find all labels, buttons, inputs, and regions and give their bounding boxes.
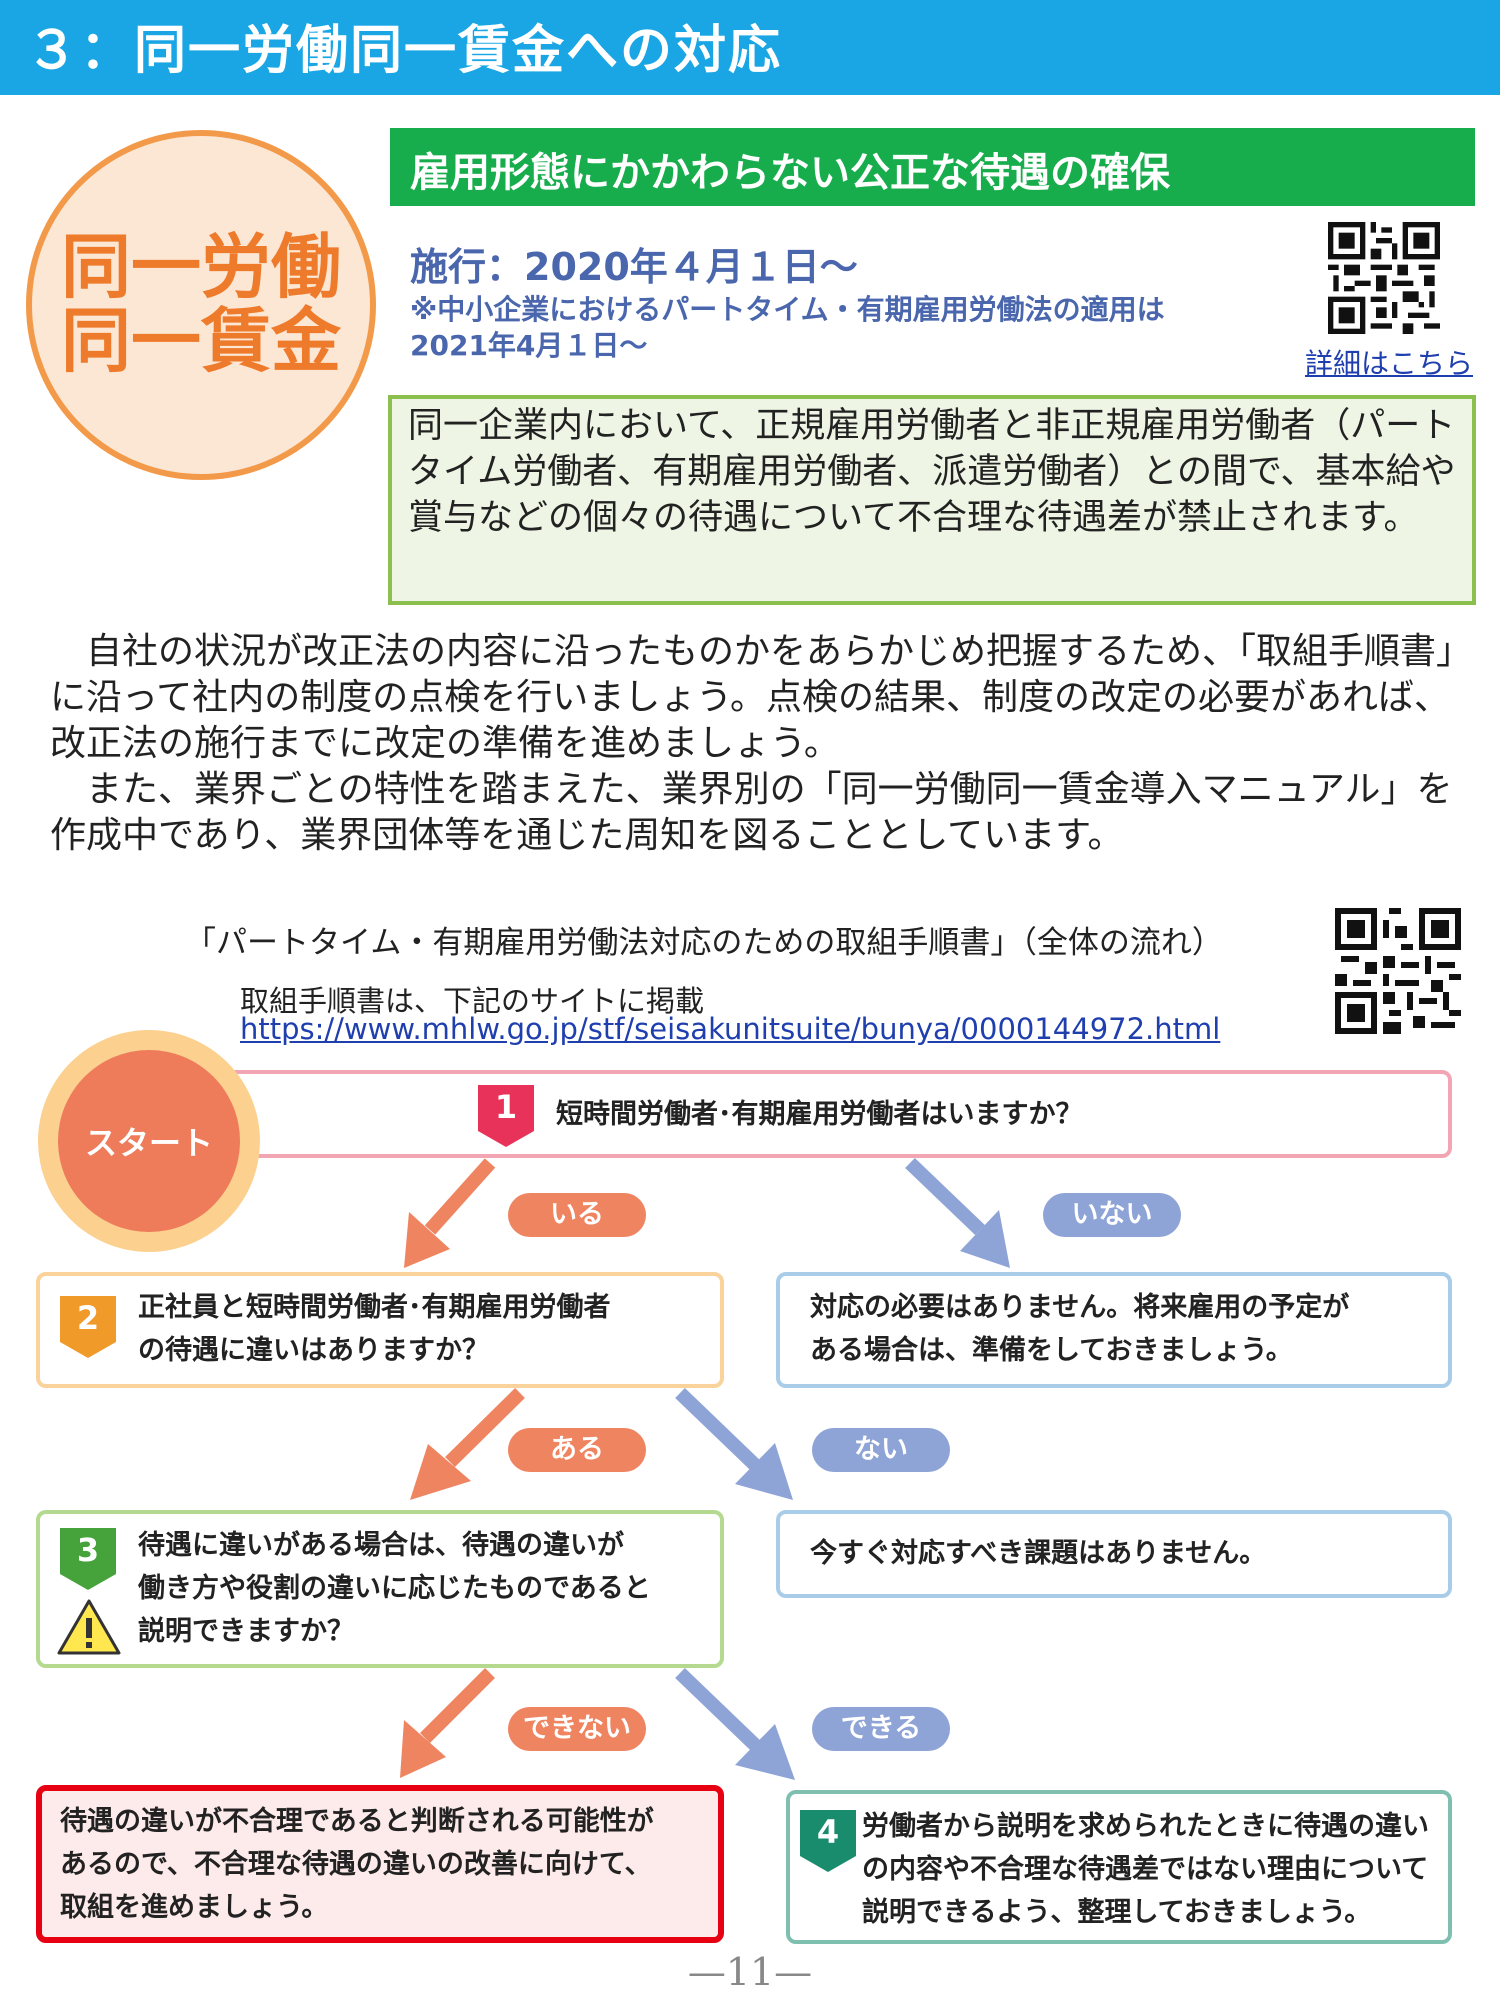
cannot-result-line-3: 取組を進めましょう。	[60, 1892, 329, 1923]
no-staff-result-box	[776, 1272, 1452, 1388]
step-1-number: 1	[494, 1088, 518, 1126]
arrow-no1-shaft	[905, 1157, 985, 1236]
enforcement-date: 施行：2020年４月１日～	[410, 245, 858, 289]
pill-yes-2: ある	[508, 1428, 646, 1472]
enforcement-note-1: ※中小企業におけるパートタイム・有期雇用労働法の適用は	[410, 293, 1165, 326]
arrow-no2-shaft	[675, 1387, 760, 1471]
arrow-no2-head	[735, 1443, 793, 1500]
question-2-line-1: 正社員と短時間労働者･有期雇用労働者	[138, 1292, 611, 1323]
question-3-line-3: 説明できますか？	[138, 1616, 354, 1647]
question-3-box	[36, 1510, 724, 1668]
arrow-can-head	[735, 1724, 795, 1780]
section-banner-title: 雇用形態にかかわらない公正な待遇の確保	[410, 150, 1170, 196]
pill-can: できる	[812, 1707, 950, 1751]
step-4-number: 4	[816, 1813, 840, 1851]
start-label: スタート	[84, 1124, 213, 1162]
cannot-explain-result-box	[36, 1785, 724, 1943]
question-1-box	[205, 1070, 1452, 1158]
detail-link[interactable]: 詳細はこちら	[1305, 347, 1474, 380]
no-difference-result-text: 今すぐ対応すべき課題はありません。	[810, 1538, 1267, 1569]
arrow-cannot-shaft	[420, 1668, 495, 1743]
start-circle	[58, 1050, 240, 1232]
can-result-line-2: の内容や不合理な待遇差ではない理由について	[862, 1854, 1429, 1885]
can-result-line-1: 労働者から説明を求められたときに待遇の違い	[862, 1811, 1429, 1842]
badge-line-1: 同一労働	[61, 226, 341, 308]
arrow-yes1-head	[404, 1212, 450, 1268]
arrow-yes2-shaft	[445, 1388, 525, 1467]
step-4-marker	[800, 1810, 856, 1872]
pill-yes-1: いる	[508, 1193, 646, 1237]
question-2-line-2: の待遇に違いはありますか？	[138, 1335, 489, 1366]
question-2-box	[36, 1272, 724, 1388]
pill-no-2: ない	[812, 1428, 950, 1472]
guide-url-link[interactable]: https://www.mhlw.go.jp/stf/seisakunitsui…	[240, 1012, 1221, 1046]
pill-cannot: できない	[508, 1707, 646, 1751]
enforcement-note-2: 2021年4月１日～	[410, 329, 648, 362]
pill-no-1: いない	[1043, 1193, 1181, 1237]
badge-line-2: 同一賃金	[61, 300, 341, 382]
body-paragraph-1: 自社の状況が改正法の内容に沿ったものかをあらかじめ把握するため、「取組手順書」に…	[50, 631, 1455, 764]
can-result-line-3: 説明できるよう、整理しておきましょう。	[862, 1897, 1372, 1928]
summary-text: 同一企業内において、正規雇用労働者と非正規雇用労働者（パートタイム労働者、有期雇…	[408, 406, 1456, 538]
page-number: —11—	[687, 1950, 813, 1994]
no-difference-result-box	[776, 1510, 1452, 1598]
arrow-yes2-head	[410, 1444, 471, 1500]
step-3-number: 3	[76, 1531, 100, 1569]
question-3-line-2: 働き方や役割の違いに応じたものであると	[138, 1573, 651, 1604]
cannot-result-line-1: 待遇の違いが不合理であると判断される可能性が	[60, 1806, 654, 1837]
section-banner	[390, 128, 1475, 206]
arrow-no1-head	[960, 1210, 1010, 1268]
summary-box	[388, 395, 1476, 605]
no-staff-result-line-2: ある場合は、準備をしておきましょう。	[810, 1335, 1293, 1366]
page-header-bar	[0, 0, 1500, 95]
guide-title: 「パートタイム・有期雇用労働法対応のための取組手順書」（全体の流れ）	[185, 925, 1223, 961]
arrow-yes1-shaft	[424, 1158, 496, 1235]
arrow-cannot-head	[400, 1720, 446, 1778]
no-staff-result-line-1: 対応の必要はありません。将来雇用の予定が	[810, 1292, 1350, 1323]
step-2-number: 2	[76, 1299, 100, 1337]
question-3-line-1: 待遇に違いがある場合は、待遇の違いが	[138, 1530, 624, 1561]
cannot-result-line-2: あるので、不合理な待遇の違いの改善に向けて、	[60, 1849, 652, 1880]
page-title: ３：同一労働同一賃金への対応	[26, 21, 783, 81]
badge-circle: 同一労働 同一賃金	[26, 130, 376, 480]
body-paragraph-2: また、業界ごとの特性を踏まえた、業界別の「同一労働同一賃金導入マニュアル」を作成…	[50, 769, 1453, 856]
step-2-marker	[60, 1296, 116, 1358]
warning-icon	[57, 1599, 121, 1655]
qr-code-detail[interactable]	[1328, 222, 1440, 334]
guide-subtitle: 取組手順書は、下記のサイトに掲載	[240, 984, 705, 1018]
step-1-marker	[478, 1085, 534, 1147]
can-explain-result-box	[786, 1790, 1452, 1944]
qr-code-guide[interactable]	[1335, 908, 1461, 1034]
step-3-marker	[60, 1528, 116, 1590]
arrow-can-shaft	[675, 1667, 760, 1751]
question-1-text: 短時間労働者･有期雇用労働者はいますか？	[556, 1099, 1083, 1130]
